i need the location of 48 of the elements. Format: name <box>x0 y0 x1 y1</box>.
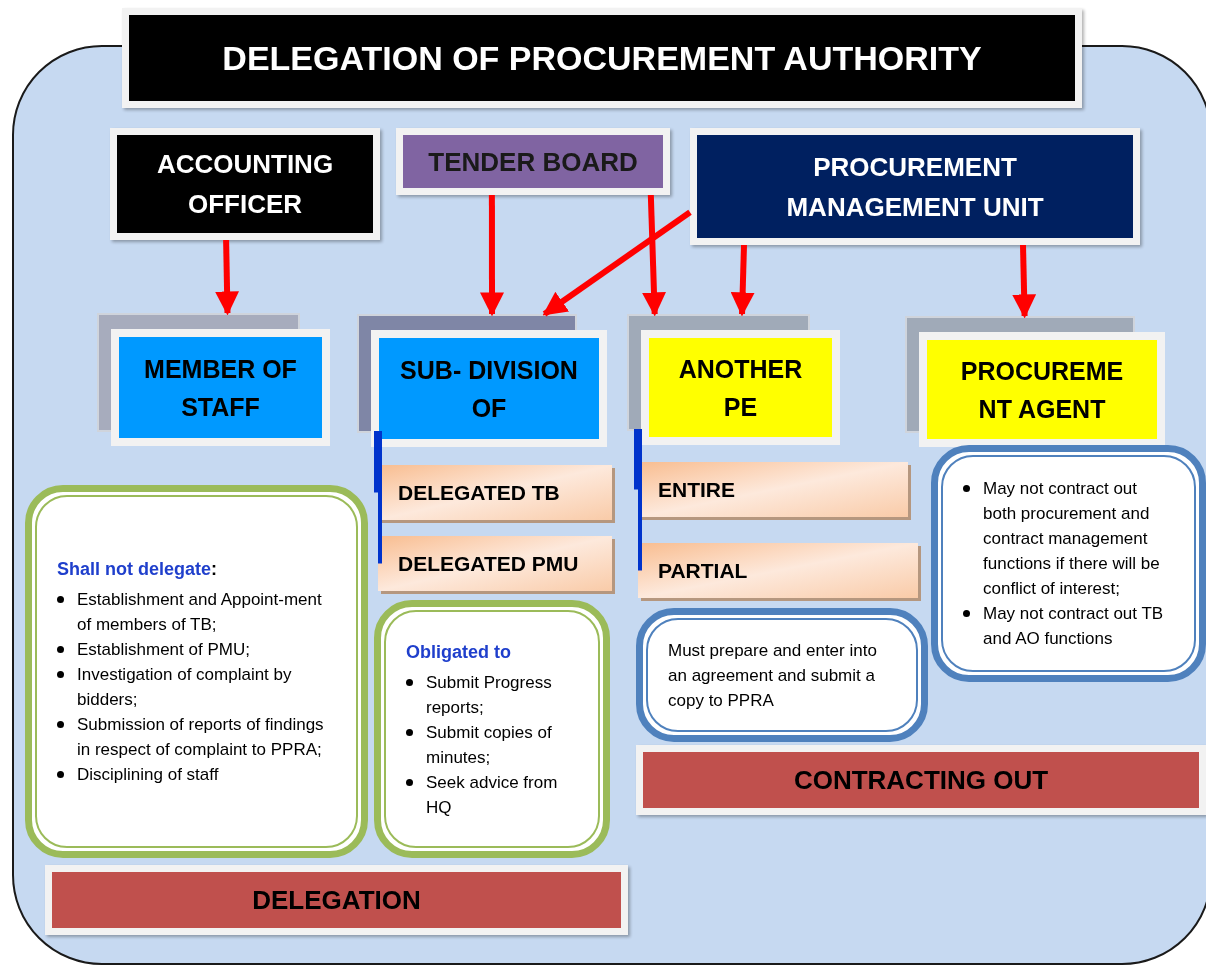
box-label: PROCUREMENT MANAGEMENT UNIT <box>785 150 1045 224</box>
list-item-text: May not contract out TB and AO functions <box>983 603 1165 650</box>
list-item-text: Submit copies of minutes; <box>426 721 553 769</box>
note-card <box>374 600 610 858</box>
option-tab <box>378 536 612 591</box>
box-label: PROCUREME NT AGENT <box>959 355 1125 425</box>
arrow <box>642 194 666 317</box>
arrow <box>215 239 240 316</box>
tab-label: PARTIAL <box>658 557 748 584</box>
note-card <box>25 485 368 858</box>
tab-label: DELEGATED TB <box>398 479 560 506</box>
note-card <box>636 608 928 742</box>
arrow <box>730 244 755 317</box>
note-text: Must prepare and enter into an agreement and submit a copy to PPRA <box>668 639 878 712</box>
section-label: CONTRACTING OUT <box>793 763 1049 797</box>
header-box <box>110 128 380 240</box>
section-bar <box>45 865 628 935</box>
connector-line <box>638 429 642 571</box>
connector-line <box>634 429 638 490</box>
note-heading: Obligated to <box>406 640 512 664</box>
connector-line <box>378 431 382 564</box>
note-heading: Shall not delegate: <box>57 558 219 581</box>
list-item-text: May not contract out both procurement and contract management functions if there will be conflict of interest; <box>983 478 1161 600</box>
section-bar <box>636 745 1206 815</box>
list-item-text: Submission of reports of findings in respect of complaint to PPRA; <box>77 714 325 761</box>
list-item-text: Establishment of PMU; <box>77 639 250 661</box>
list-item-text: Establishment and Appoint-ment of members of TB; <box>77 589 323 636</box>
arrow <box>480 195 504 317</box>
list-item-text: Disciplining of staff <box>77 764 219 786</box>
option-tab <box>638 543 918 598</box>
box-label: SUB- DIVISION OF <box>399 354 579 424</box>
box-label: MEMBER OF STAFF <box>143 353 298 423</box>
box-label: ACCOUNTING OFFICER <box>155 148 335 221</box>
box-label: ANOTHER PE <box>677 353 804 423</box>
section-label: DELEGATION <box>252 883 421 917</box>
box-label: TENDER BOARD <box>427 145 639 179</box>
list-item-text: Seek advice from HQ <box>426 771 559 819</box>
note-card <box>931 445 1206 682</box>
header-box <box>396 128 670 195</box>
header-box <box>690 128 1140 245</box>
list-item-text: Submit Progress reports; <box>426 671 553 719</box>
arrow <box>542 209 692 317</box>
title-text: DELEGATION OF PROCUREMENT AUTHORITY <box>222 37 982 79</box>
tab-label: ENTIRE <box>658 476 735 503</box>
connector-line <box>374 431 378 493</box>
tab-label: DELEGATED PMU <box>398 550 579 577</box>
arrow <box>1012 244 1037 319</box>
list-item-text: Investigation of complaint by bidders; <box>77 664 293 711</box>
